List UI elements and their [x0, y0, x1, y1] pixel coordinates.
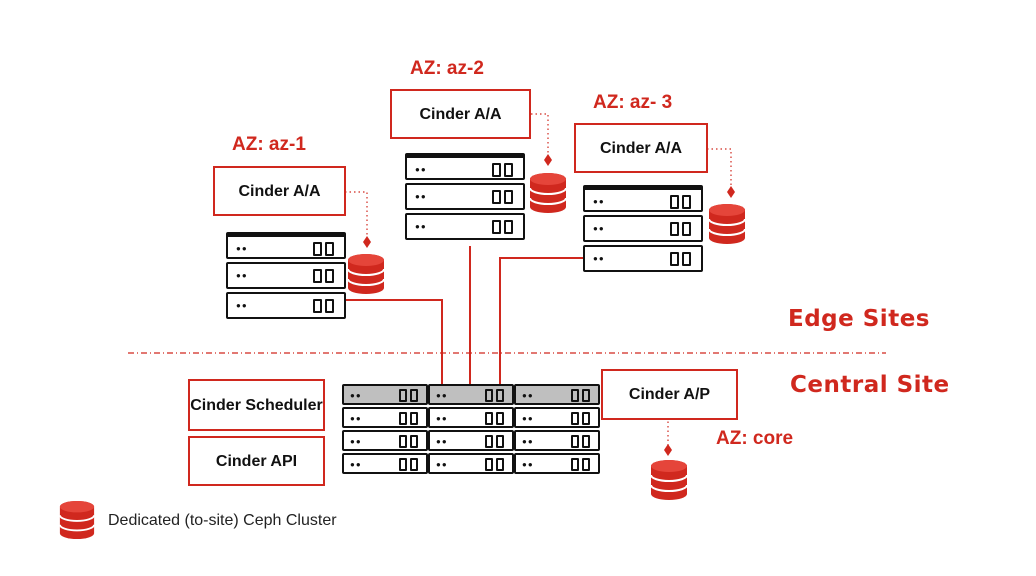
- az2-ceph-link: [531, 113, 549, 156]
- server-unit: ●●: [226, 292, 346, 319]
- central-rack-column: ●● ●● ●● ●●: [342, 384, 428, 476]
- az3-label: AZ: az- 3: [593, 92, 673, 113]
- server-unit: ●●: [405, 153, 525, 180]
- az1-uplink: [346, 299, 443, 386]
- server-unit: ●●: [428, 407, 514, 428]
- cinder-scheduler-box: Cinder Scheduler: [188, 379, 325, 431]
- server-unit: ●●: [342, 430, 428, 451]
- az1-diamond-icon: [363, 236, 371, 248]
- az2-server-rack: ●● ●● ●●: [405, 153, 525, 243]
- server-unit: ●●: [428, 384, 514, 405]
- central-site-label: Central Site: [790, 372, 950, 398]
- server-unit: ●●: [342, 407, 428, 428]
- server-unit: ●●: [226, 262, 346, 289]
- server-unit: ●●: [514, 384, 600, 405]
- cinder-api-box: Cinder API: [188, 436, 325, 486]
- az3-uplink: [499, 257, 584, 386]
- az2-label: AZ: az-2: [410, 58, 484, 79]
- core-cinder-box: Cinder A/P: [601, 369, 738, 420]
- core-diamond-icon: [664, 444, 672, 456]
- server-unit: ●●: [514, 430, 600, 451]
- az1-ceph-database-icon: [347, 254, 385, 294]
- az3-ceph-link: [707, 148, 732, 188]
- az3-ceph-database-icon: [708, 204, 746, 244]
- edge-sites-label: Edge Sites: [788, 306, 930, 332]
- server-unit: ●●: [514, 453, 600, 474]
- az1-ceph-link: [345, 191, 368, 238]
- legend-label: Dedicated (to-site) Ceph Cluster: [108, 512, 337, 529]
- server-unit: ●●: [428, 430, 514, 451]
- server-unit: ●●: [583, 245, 703, 272]
- server-unit: ●●: [428, 453, 514, 474]
- server-unit: ●●: [405, 213, 525, 240]
- server-unit: ●●: [342, 384, 428, 405]
- server-unit: ●●: [342, 453, 428, 474]
- server-unit: ●●: [226, 232, 346, 259]
- az1-cinder-box: Cinder A/A: [213, 166, 346, 216]
- az3-diamond-icon: [727, 186, 735, 198]
- az2-ceph-database-icon: [529, 173, 567, 213]
- server-unit: ●●: [583, 185, 703, 212]
- server-unit: ●●: [583, 215, 703, 242]
- central-rack-column: ●● ●● ●● ●●: [514, 384, 600, 476]
- legend-ceph-database-icon: [58, 501, 96, 539]
- core-ceph-database-icon: [650, 460, 688, 500]
- az2-diamond-icon: [544, 154, 552, 166]
- server-unit: ●●: [514, 407, 600, 428]
- core-az-label: AZ: core: [716, 428, 794, 449]
- az3-server-rack: ●● ●● ●●: [583, 185, 703, 275]
- az1-server-rack: ●● ●● ●●: [226, 232, 346, 322]
- az2-cinder-box: Cinder A/A: [390, 89, 531, 139]
- az1-label: AZ: az-1: [232, 134, 306, 155]
- central-rack-column: ●● ●● ●● ●●: [428, 384, 514, 476]
- server-unit: ●●: [405, 183, 525, 210]
- az3-cinder-box: Cinder A/A: [574, 123, 708, 173]
